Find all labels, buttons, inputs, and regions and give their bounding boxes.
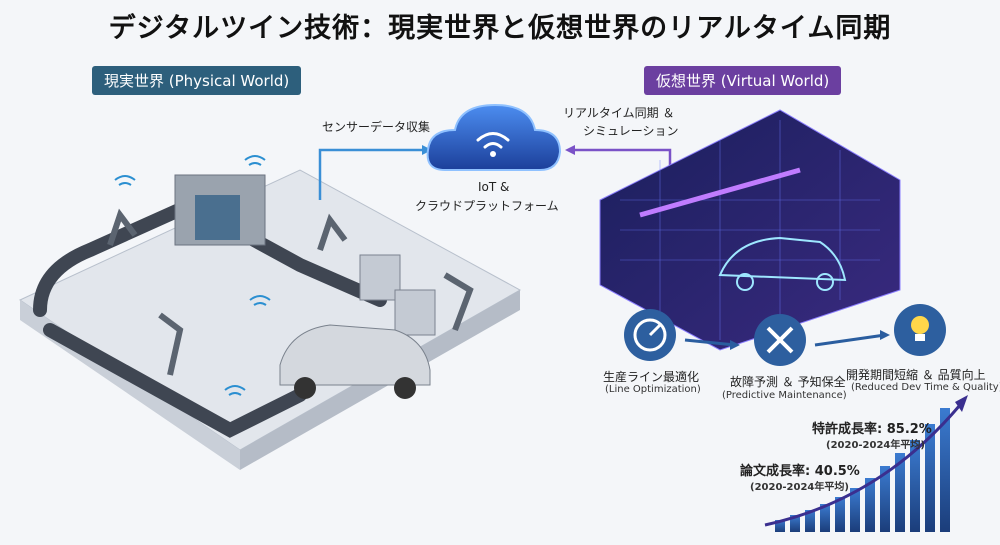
patent-growth-period: (2020-2024年平均) — [826, 440, 925, 451]
sensor-arrow — [318, 148, 430, 200]
benefit-line-optimization-en: (Line Optimization) — [605, 384, 701, 395]
benefit-line-optimization: 生産ライン最適化 — [603, 370, 700, 384]
sensor-data-label: センサーデータ収集 — [322, 120, 431, 134]
growth-bar-chart — [764, 395, 968, 532]
physical-world-badge: 現実世界 (Physical World) — [92, 66, 302, 95]
patent-growth-rate: 特許成長率: 85.2% — [812, 422, 932, 437]
sync-label-line2: シミュレーション — [583, 124, 679, 138]
benefit-predictive-maintenance: 故障予測 ＆ 予知保全 — [730, 375, 846, 389]
lightbulb-icon — [894, 304, 946, 356]
benefit-reduced-dev-time-en: (Reduced Dev Time & Quality) — [851, 382, 1000, 393]
cloud-label-line1: IoT & — [478, 180, 510, 194]
benefit-predictive-maintenance-en: (Predictive Maintenance) — [722, 390, 847, 401]
page-title: デジタルツイン技術：現実世界と仮想世界のリアルタイム同期 — [108, 13, 892, 44]
sync-label-line1: リアルタイム同期 ＆ — [563, 106, 675, 120]
paper-growth-period: (2020-2024年平均) — [750, 482, 849, 493]
benefit-reduced-dev-time: 開発期間短縮 ＆ 品質向上 — [846, 368, 986, 382]
virtual-world-badge: 仮想世界 (Virtual World) — [644, 66, 842, 95]
paper-growth-rate: 論文成長率: 40.5% — [740, 464, 860, 479]
physical-factory — [18, 155, 522, 470]
gauge-icon — [624, 309, 676, 361]
cloud-label-line2: クラウドプラットフォーム — [415, 199, 559, 213]
tools-icon — [754, 314, 806, 366]
virtual-factory — [599, 109, 901, 351]
cloud-icon — [426, 103, 562, 171]
